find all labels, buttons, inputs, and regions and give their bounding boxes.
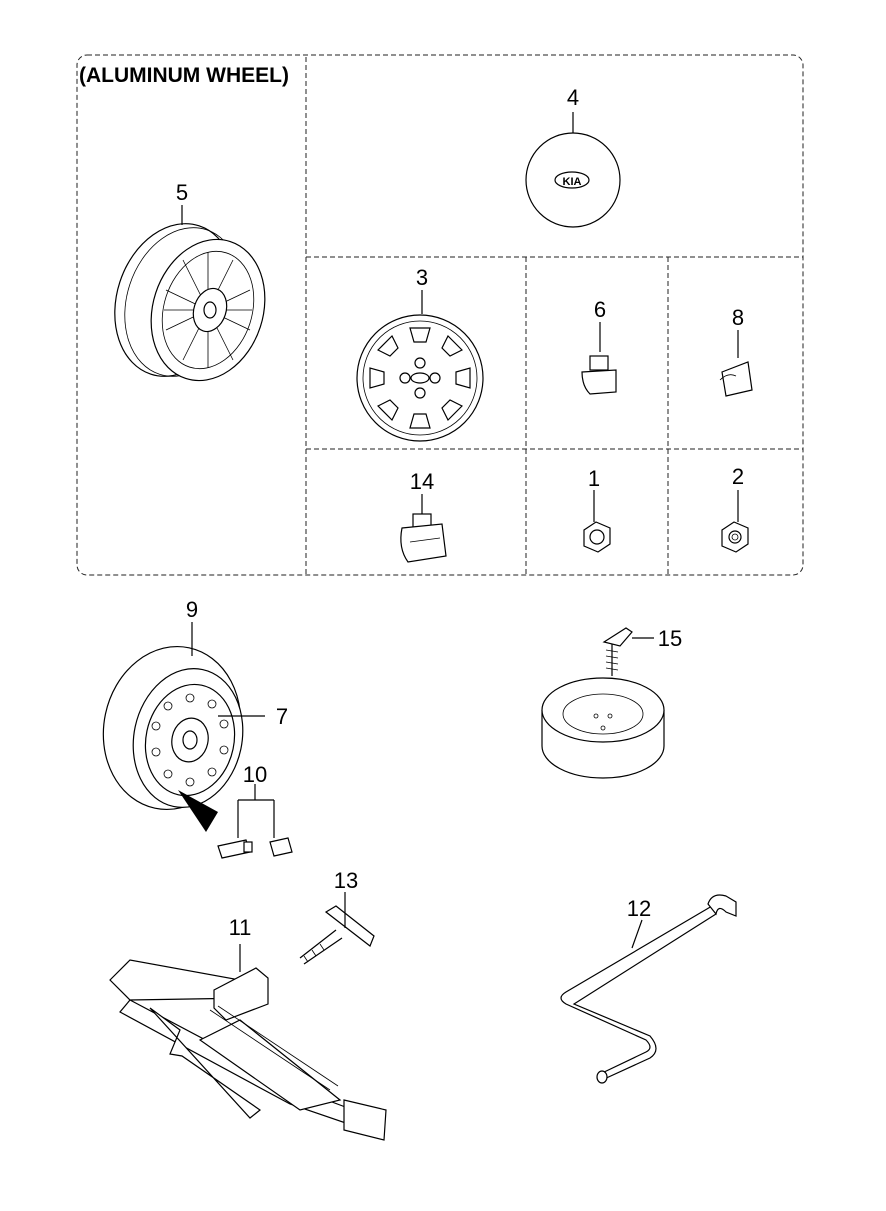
callout-7: 7: [276, 704, 288, 729]
jack-part: [109, 944, 387, 1141]
aluminum-wheel-part: [114, 205, 266, 382]
callout-5: 5: [176, 180, 188, 205]
callout-6: 6: [594, 297, 606, 322]
callout-14: 14: [410, 469, 434, 494]
callout-12: 12: [627, 896, 651, 921]
callout-9: 9: [186, 597, 198, 622]
callout-4: 4: [567, 85, 579, 110]
callout-10: 10: [243, 762, 267, 787]
balance-weight-part: [581, 322, 617, 395]
group-title: (ALUMINUM WHEEL): [79, 64, 289, 87]
balance-weight-alt-part: [400, 494, 447, 563]
jack-handle-bar-part: [299, 892, 375, 965]
spare-tire-bolt-part: [541, 627, 665, 779]
callout-2: 2: [732, 464, 744, 489]
wheel-nut-part: [583, 490, 611, 553]
aluminum-wheel-group-frame: [76, 54, 804, 576]
center-cap-part: KIA: [525, 112, 621, 228]
wheel-cover-part: [356, 290, 484, 442]
callout-11: 11: [229, 915, 252, 940]
callout-13: 13: [334, 868, 358, 893]
wheel-wrench-part: [560, 894, 737, 1084]
valve-part: [217, 784, 293, 859]
wheel-nut-alt-part: [721, 490, 749, 553]
balance-weight-clip-part: [719, 330, 753, 397]
tire-and-wheel-part: [102, 622, 265, 832]
callout-15: 15: [658, 626, 682, 651]
callout-8: 8: [732, 305, 744, 330]
callout-3: 3: [416, 265, 428, 290]
cap-logo: KIA: [563, 176, 582, 188]
callout-1: 1: [588, 466, 600, 491]
